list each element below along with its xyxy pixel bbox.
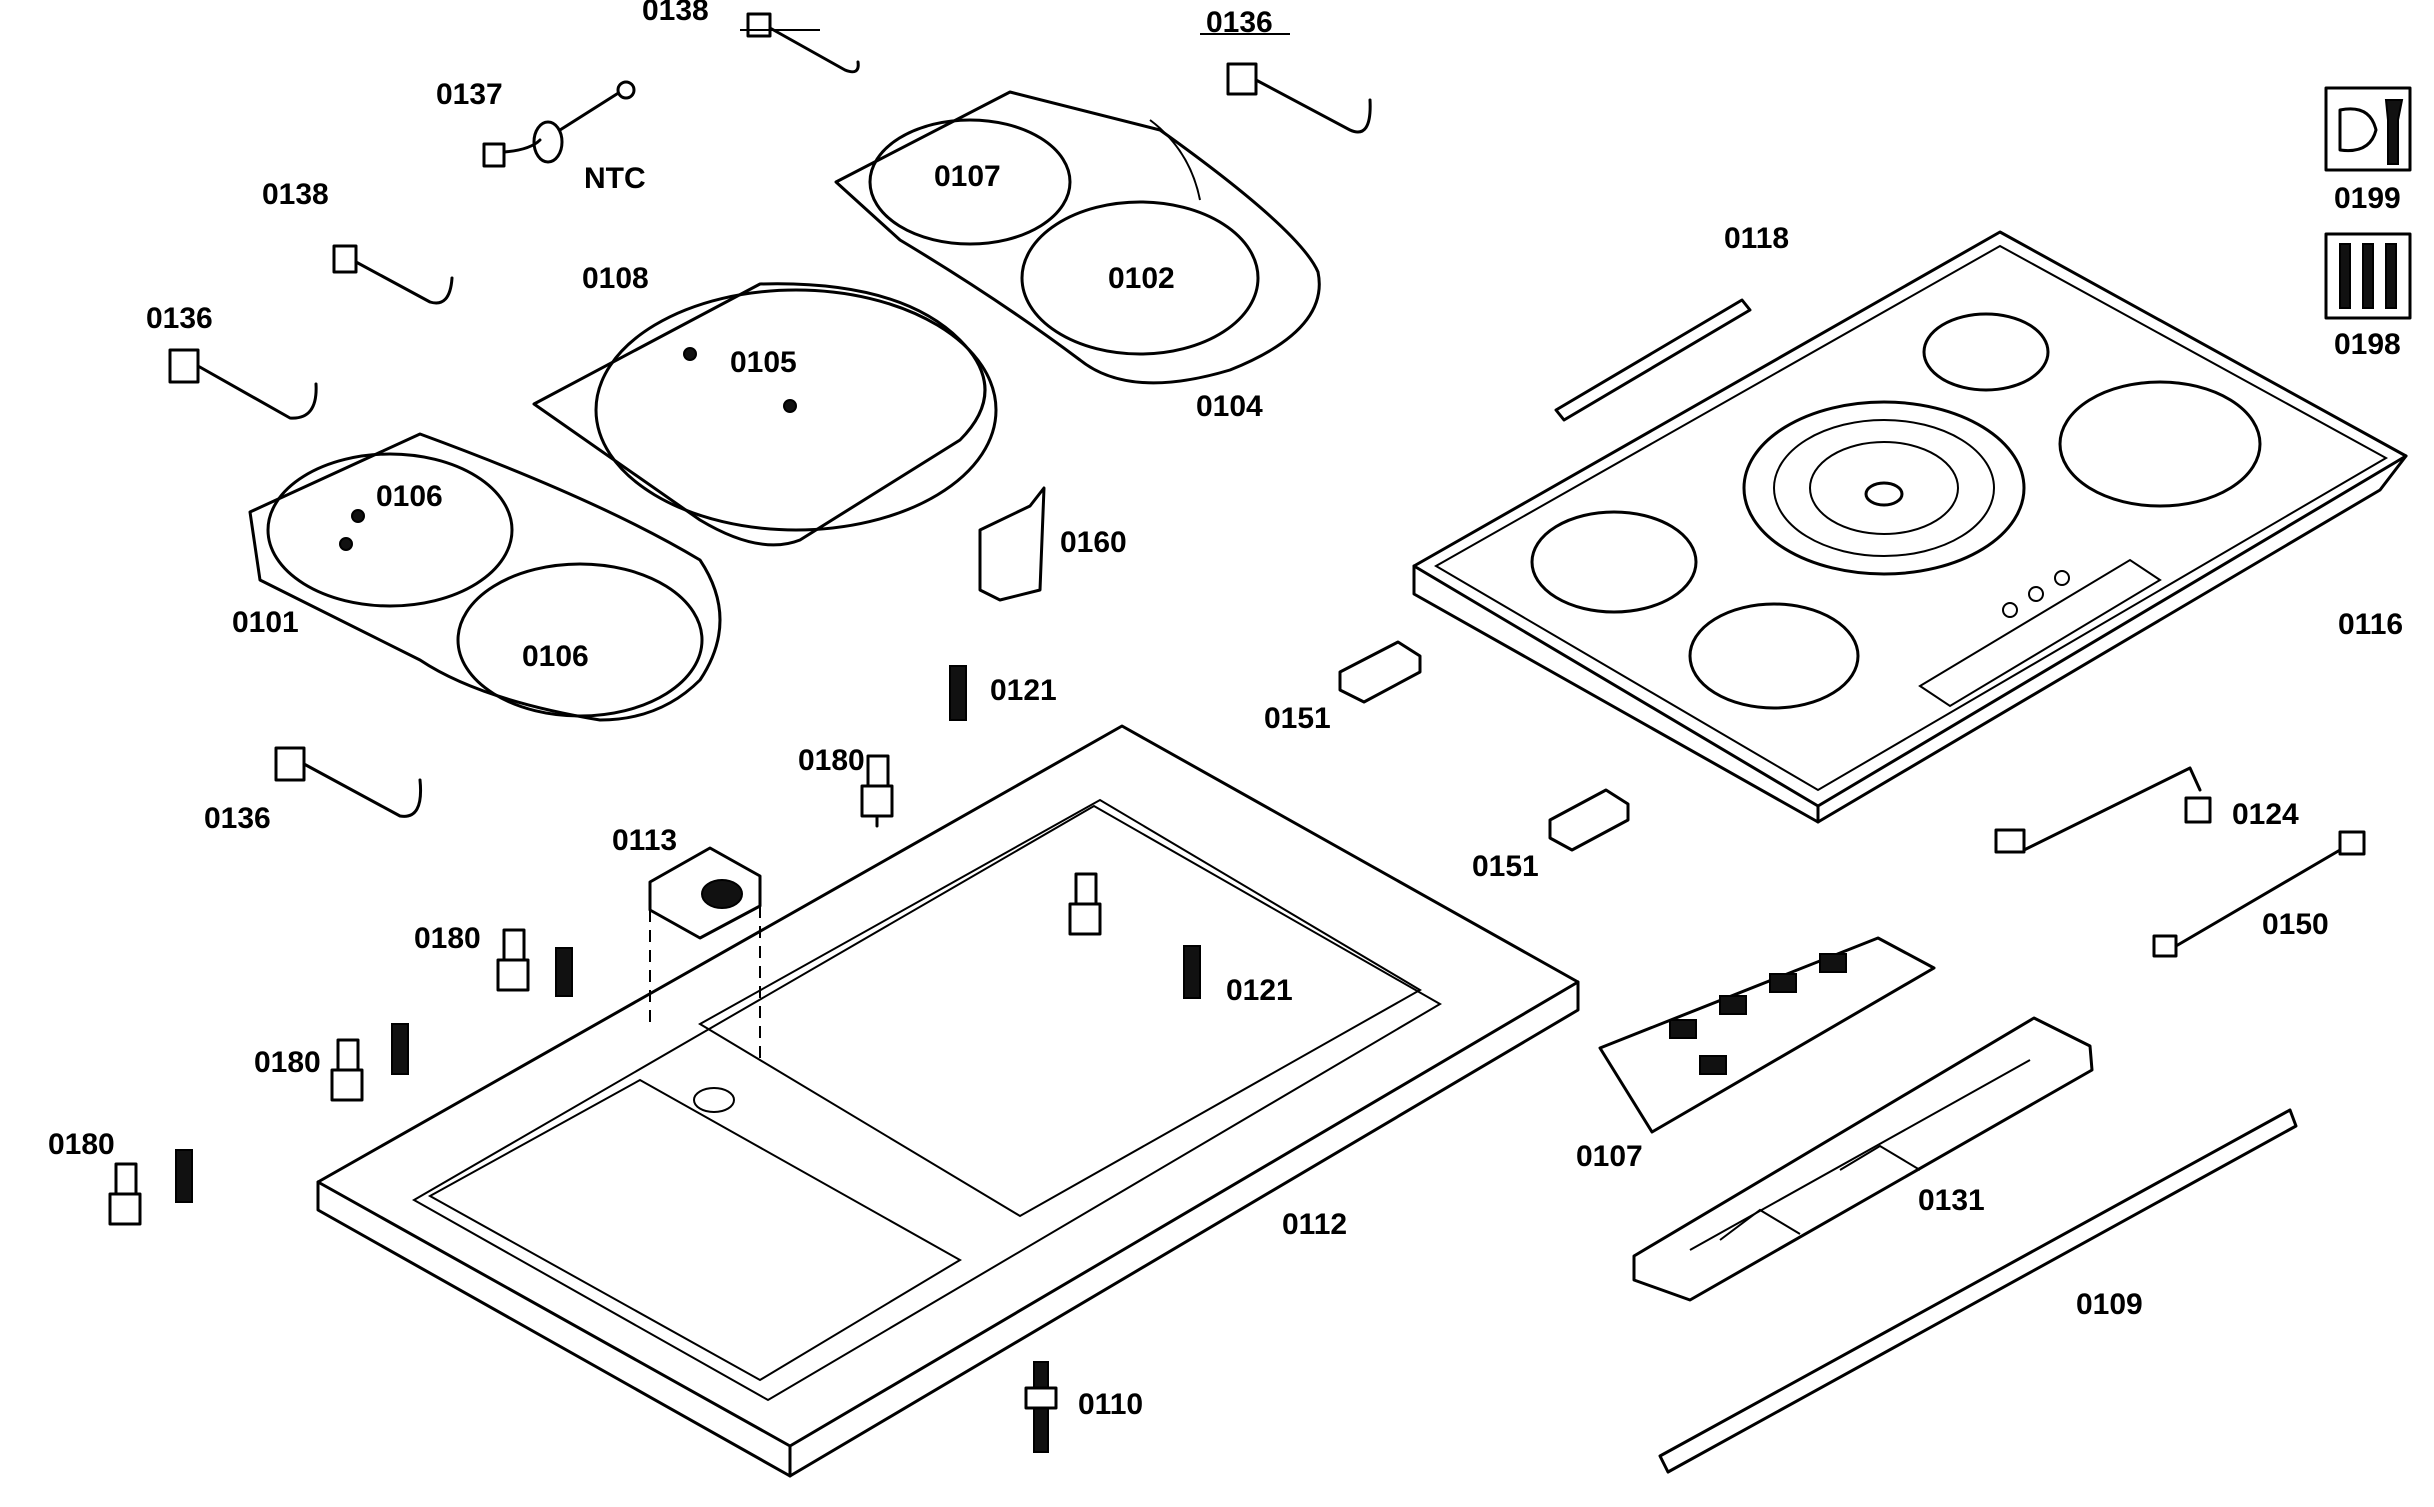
label-0151-a: 0151 xyxy=(1264,702,1331,735)
label-0108: 0108 xyxy=(582,262,649,295)
label-0106-a: 0106 xyxy=(376,480,443,513)
label-0121-a: 0121 xyxy=(990,674,1057,707)
clip-0151-a xyxy=(1338,640,1422,704)
ntc-sensor-0137 xyxy=(482,80,636,168)
glass-ceramic-top-0116 xyxy=(1412,230,2408,824)
label-0105: 0105 xyxy=(730,346,797,379)
element-carrier-0108 xyxy=(532,282,998,547)
foot-0180-a xyxy=(860,754,894,828)
label-0136-top: 0136 xyxy=(1206,6,1273,39)
element-carrier-0101 xyxy=(248,432,722,722)
label-0136-left: 0136 xyxy=(146,302,213,335)
sensor-cable-0136-left xyxy=(168,348,318,420)
label-0151-b: 0151 xyxy=(1472,850,1539,883)
tool-icon-0199 xyxy=(2324,86,2412,172)
label-0180-b: 0180 xyxy=(414,922,481,955)
sensor-cable-0136-low xyxy=(274,746,423,818)
label-ntc: NTC xyxy=(584,162,646,195)
spring-set-left xyxy=(175,947,573,1203)
bracket-0160 xyxy=(978,486,1046,602)
label-0106-b: 0106 xyxy=(522,640,589,673)
control-pcb-0107 xyxy=(1598,936,1936,1134)
label-0180-a: 0180 xyxy=(798,744,865,777)
label-0104: 0104 xyxy=(1196,390,1263,423)
label-0109: 0109 xyxy=(2076,1288,2143,1321)
label-0136-low: 0136 xyxy=(204,802,271,835)
cable-0124 xyxy=(1994,766,2212,854)
label-0113: 0113 xyxy=(612,824,677,857)
label-0107-top: 0107 xyxy=(934,160,1001,193)
spring-0121-a xyxy=(949,665,967,721)
label-0180-d: 0180 xyxy=(48,1128,115,1161)
profile-strip-0109 xyxy=(1658,1108,2298,1474)
sensor-cable-0138-top xyxy=(740,12,860,74)
housing-frame-0112 xyxy=(316,724,1580,1478)
element-carrier-0104 xyxy=(834,90,1321,385)
label-0150: 0150 xyxy=(2262,908,2329,941)
control-carrier-0131 xyxy=(1632,1016,2094,1302)
label-0121-b: 0121 xyxy=(1226,974,1293,1007)
tool-icon-0198 xyxy=(2324,232,2412,320)
trim-strip-0118 xyxy=(1554,298,1752,422)
label-0137: 0137 xyxy=(436,78,503,111)
foot-0180-b xyxy=(496,928,530,992)
label-0118: 0118 xyxy=(1724,222,1789,255)
cable-0150 xyxy=(2152,830,2366,958)
label-0138-left: 0138 xyxy=(262,178,329,211)
label-0198: 0198 xyxy=(2334,328,2401,361)
label-0160: 0160 xyxy=(1060,526,1127,559)
label-0102: 0102 xyxy=(1108,262,1175,295)
foot-0180-c xyxy=(330,1038,364,1102)
label-0116: 0116 xyxy=(2338,608,2403,641)
label-0124: 0124 xyxy=(2232,798,2299,831)
label-0107-low: 0107 xyxy=(1576,1140,1643,1173)
foot-0180-d xyxy=(108,1162,142,1226)
label-0199: 0199 xyxy=(2334,182,2401,215)
label-0112: 0112 xyxy=(1282,1208,1347,1241)
label-0138-top: 0138 xyxy=(642,0,709,27)
label-0110: 0110 xyxy=(1078,1388,1143,1421)
label-0131: 0131 xyxy=(1918,1184,1985,1217)
sensor-cable-0138-left xyxy=(332,244,454,305)
sensor-cable-0136-top xyxy=(1200,33,1372,134)
grommet-0110 xyxy=(1024,1361,1058,1453)
spring-0121-b xyxy=(1183,945,1201,999)
label-0180-c: 0180 xyxy=(254,1046,321,1079)
clip-0151-b xyxy=(1548,788,1630,852)
bracket-0113 xyxy=(648,846,762,1060)
foot-center xyxy=(1068,872,1102,936)
label-0101: 0101 xyxy=(232,606,299,639)
